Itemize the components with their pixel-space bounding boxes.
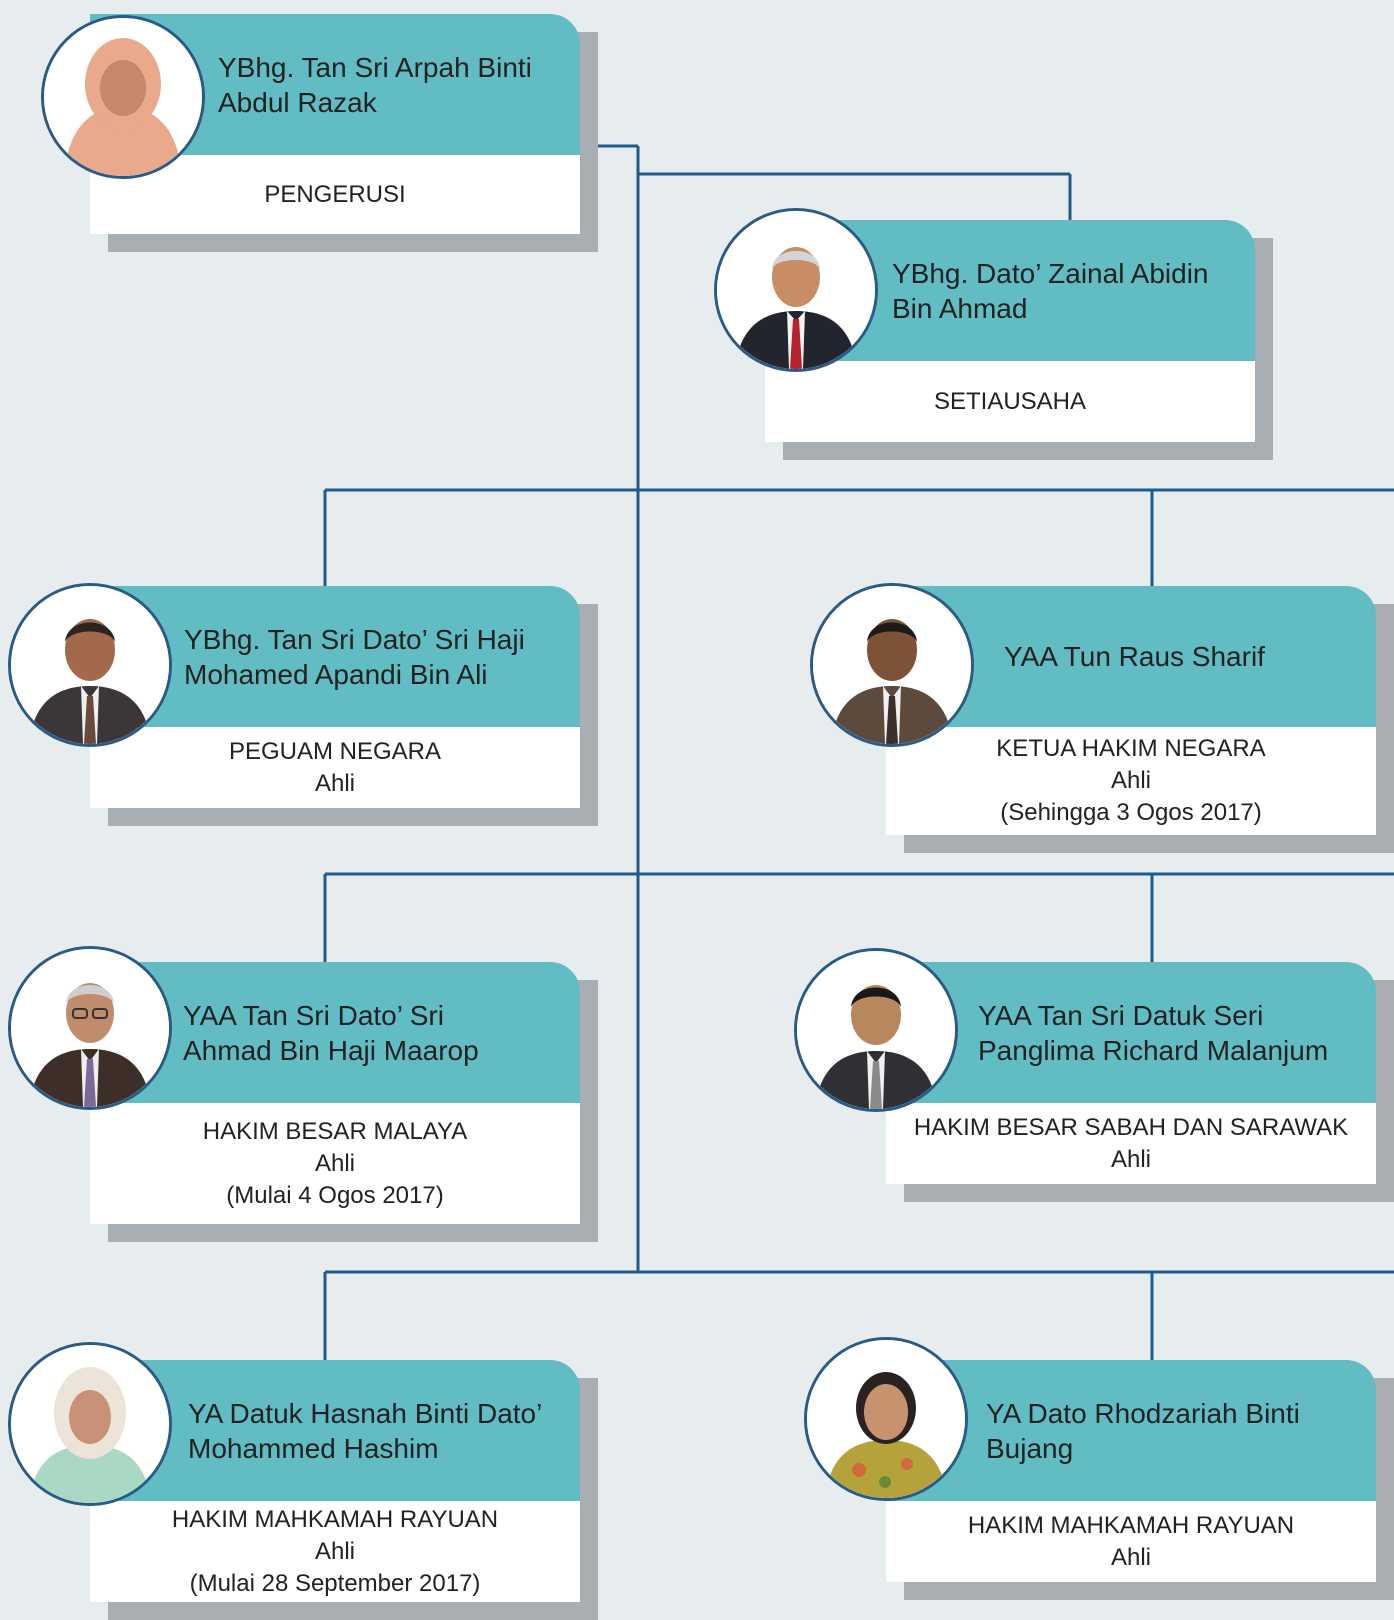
member-photo: [41, 15, 205, 179]
member-role-box: HAKIM MAHKAMAH RAYUAN Ahli: [886, 1501, 1376, 1582]
member-photo: [8, 946, 172, 1110]
member-role: SETIAUSAHA: [933, 387, 1087, 415]
member-role-box: HAKIM BESAR MALAYA Ahli (Mulai 4 Ogos 20…: [90, 1103, 580, 1224]
member-role: HAKIM BESAR SABAH DAN SARAWAK: [913, 1113, 1349, 1141]
member-card-ketua-hakim-negara: YAA Tun Raus Sharif KETUA HAKIM NEGARA A…: [886, 586, 1394, 853]
member-status: Ahli: [314, 769, 356, 797]
member-status: Ahli: [314, 1537, 356, 1565]
member-name: YAA Tun Raus Sharif: [1004, 641, 1265, 672]
member-role-box: SETIAUSAHA: [765, 361, 1255, 442]
member-role-box: PEGUAM NEGARA Ahli: [90, 727, 580, 808]
member-status: Ahli: [1110, 1145, 1152, 1173]
member-photo: [8, 1342, 172, 1506]
member-role: KETUA HAKIM NEGARA: [996, 735, 1266, 762]
member-photo: [794, 948, 958, 1112]
member-role: HAKIM MAHKAMAH RAYUAN: [967, 1511, 1295, 1539]
member-card-hakim-mahkamah-rayuan-1: YA Datuk Hasnah Binti Dato’Mohammed Hash…: [90, 1360, 598, 1620]
member-role-box: KETUA HAKIM NEGARA Ahli (Sehingga 3 Ogos…: [886, 727, 1376, 835]
member-role-box: PENGERUSI: [90, 155, 580, 234]
member-photo: [804, 1337, 968, 1501]
member-tenure-note: (Mulai 4 Ogos 2017): [226, 1181, 444, 1209]
member-photo: [810, 583, 974, 747]
member-role: PEGUAM NEGARA: [228, 737, 442, 765]
member-status: Ahli: [314, 1149, 356, 1177]
member-role: HAKIM BESAR MALAYA: [202, 1117, 468, 1145]
member-photo: [714, 208, 878, 372]
member-name: YA Datuk Hasnah Binti Dato’Mohammed Hash…: [188, 1397, 543, 1464]
member-role: HAKIM MAHKAMAH RAYUAN: [171, 1505, 499, 1533]
member-tenure-note: (Sehingga 3 Ogos 2017): [1000, 799, 1262, 826]
member-role-box: HAKIM BESAR SABAH DAN SARAWAK Ahli: [886, 1103, 1376, 1184]
member-role-box: HAKIM MAHKAMAH RAYUAN Ahli (Mulai 28 Sep…: [90, 1501, 580, 1602]
member-role: PENGERUSI: [264, 180, 406, 208]
member-photo: [8, 583, 172, 747]
member-status: Ahli: [1110, 767, 1152, 794]
member-tenure-note: (Mulai 28 September 2017): [189, 1569, 481, 1597]
member-status: Ahli: [1110, 1543, 1152, 1571]
